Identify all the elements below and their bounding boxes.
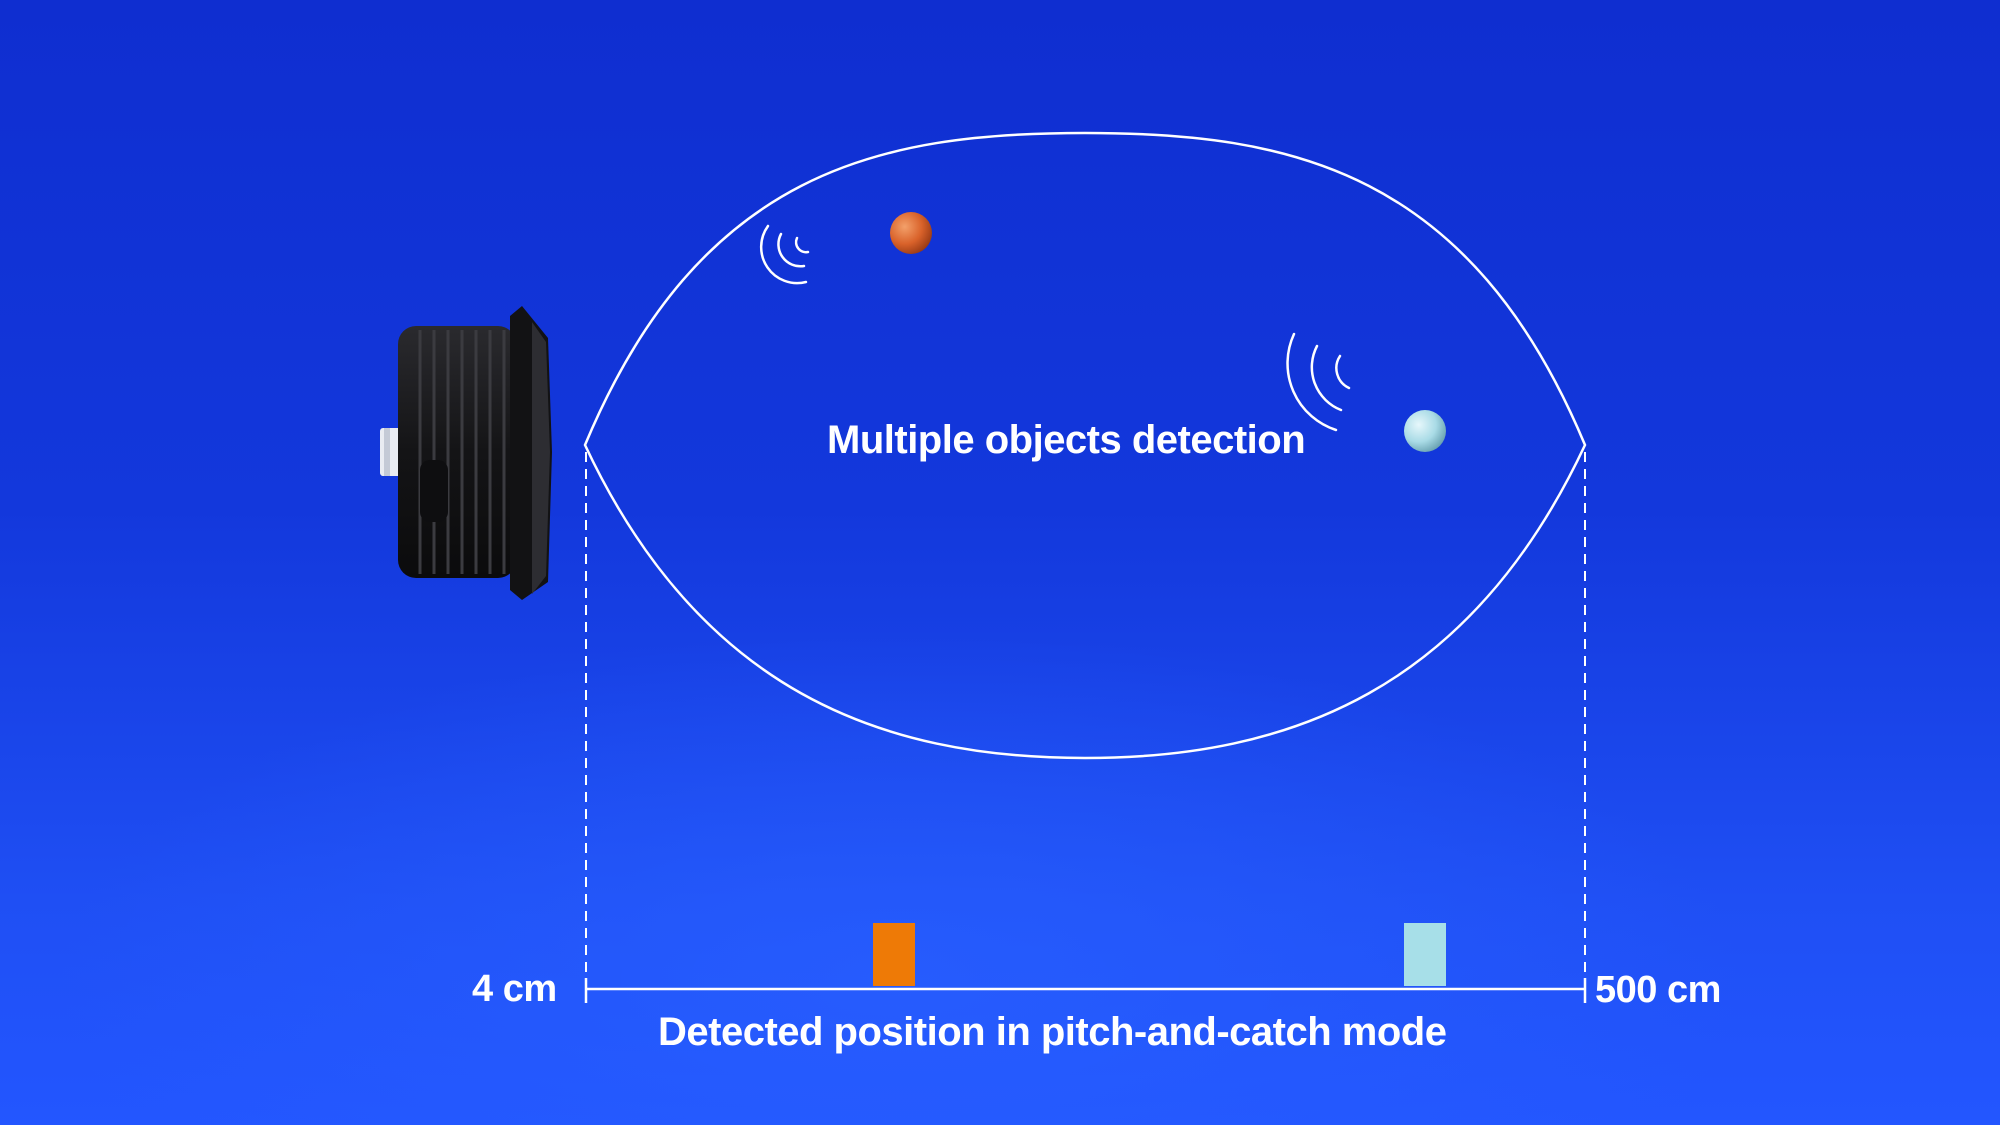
- diagram-title: Multiple objects detection: [827, 418, 1306, 462]
- orange-position-marker: [873, 923, 915, 986]
- range-max-label: 500 cm: [1595, 969, 1721, 1011]
- echo-wave-icon: [759, 224, 810, 285]
- range-min-label: 4 cm: [472, 968, 557, 1010]
- orange-object: [890, 212, 932, 254]
- light-blue-position-marker: [1404, 923, 1446, 986]
- ultrasonic-sensor-icon: [380, 306, 552, 600]
- diagram-caption: Detected position in pitch-and-catch mod…: [658, 1010, 1447, 1054]
- light-blue-object: [1404, 410, 1446, 452]
- echo-wave-icon: [1286, 332, 1351, 432]
- detection-zone-outline: [583, 131, 1587, 760]
